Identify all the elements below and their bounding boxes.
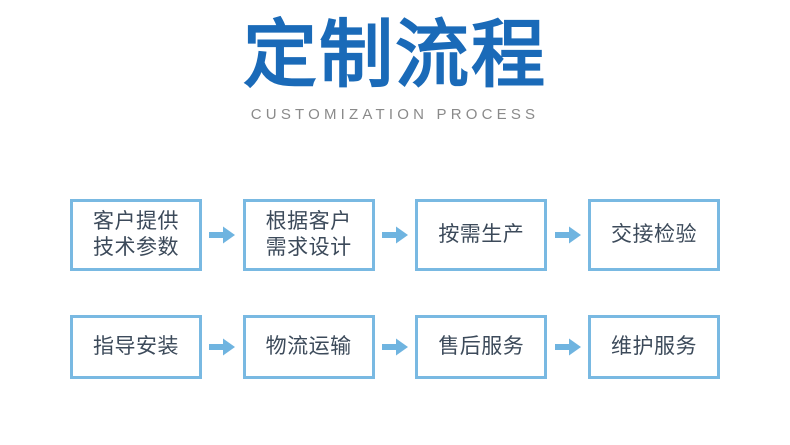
flow-row-2: 指导安装 物流运输 售后服务 维护服务 bbox=[70, 315, 720, 379]
process-step-label: 客户提供 bbox=[93, 209, 179, 234]
process-step-label: 指导安装 bbox=[93, 334, 179, 359]
process-step-label: 物流运输 bbox=[265, 334, 352, 359]
header: 定制流程 CUSTOMIZATION PROCESS bbox=[0, 18, 790, 123]
process-step-label: 交接检验 bbox=[610, 222, 697, 247]
process-step-2-4[interactable]: 维护服务 bbox=[587, 315, 720, 379]
process-step-label: 按需生产 bbox=[438, 222, 525, 247]
process-step-2-3[interactable]: 售后服务 bbox=[415, 315, 548, 379]
arrow-right-icon bbox=[381, 226, 408, 244]
flow-row-1: 客户提供技术参数根据客户需求设计按需生产交接检验 bbox=[70, 199, 720, 271]
process-step-label: 维护服务 bbox=[610, 334, 697, 359]
page-subtitle: CUSTOMIZATION PROCESS bbox=[250, 106, 540, 123]
process-step-2-2[interactable]: 物流运输 bbox=[242, 315, 375, 379]
page-title: 定制流程 bbox=[243, 12, 547, 98]
process-step-2-1[interactable]: 指导安装 bbox=[70, 315, 202, 379]
process-step-1-1[interactable]: 客户提供技术参数 bbox=[70, 199, 202, 271]
process-step-1-4[interactable]: 交接检验 bbox=[587, 199, 720, 271]
process-step-1-3[interactable]: 按需生产 bbox=[415, 199, 548, 271]
process-step-1-2[interactable]: 根据客户需求设计 bbox=[242, 199, 375, 271]
process-step-label: 技术参数 bbox=[93, 235, 179, 259]
arrow-right-icon bbox=[381, 338, 408, 356]
arrow-right-icon bbox=[209, 338, 236, 356]
process-step-label: 根据客户 bbox=[265, 209, 352, 234]
arrow-right-icon bbox=[209, 226, 236, 244]
process-step-label: 需求设计 bbox=[265, 235, 352, 259]
arrow-right-icon bbox=[554, 226, 581, 244]
process-step-label: 售后服务 bbox=[438, 334, 525, 359]
arrow-right-icon bbox=[554, 338, 581, 356]
